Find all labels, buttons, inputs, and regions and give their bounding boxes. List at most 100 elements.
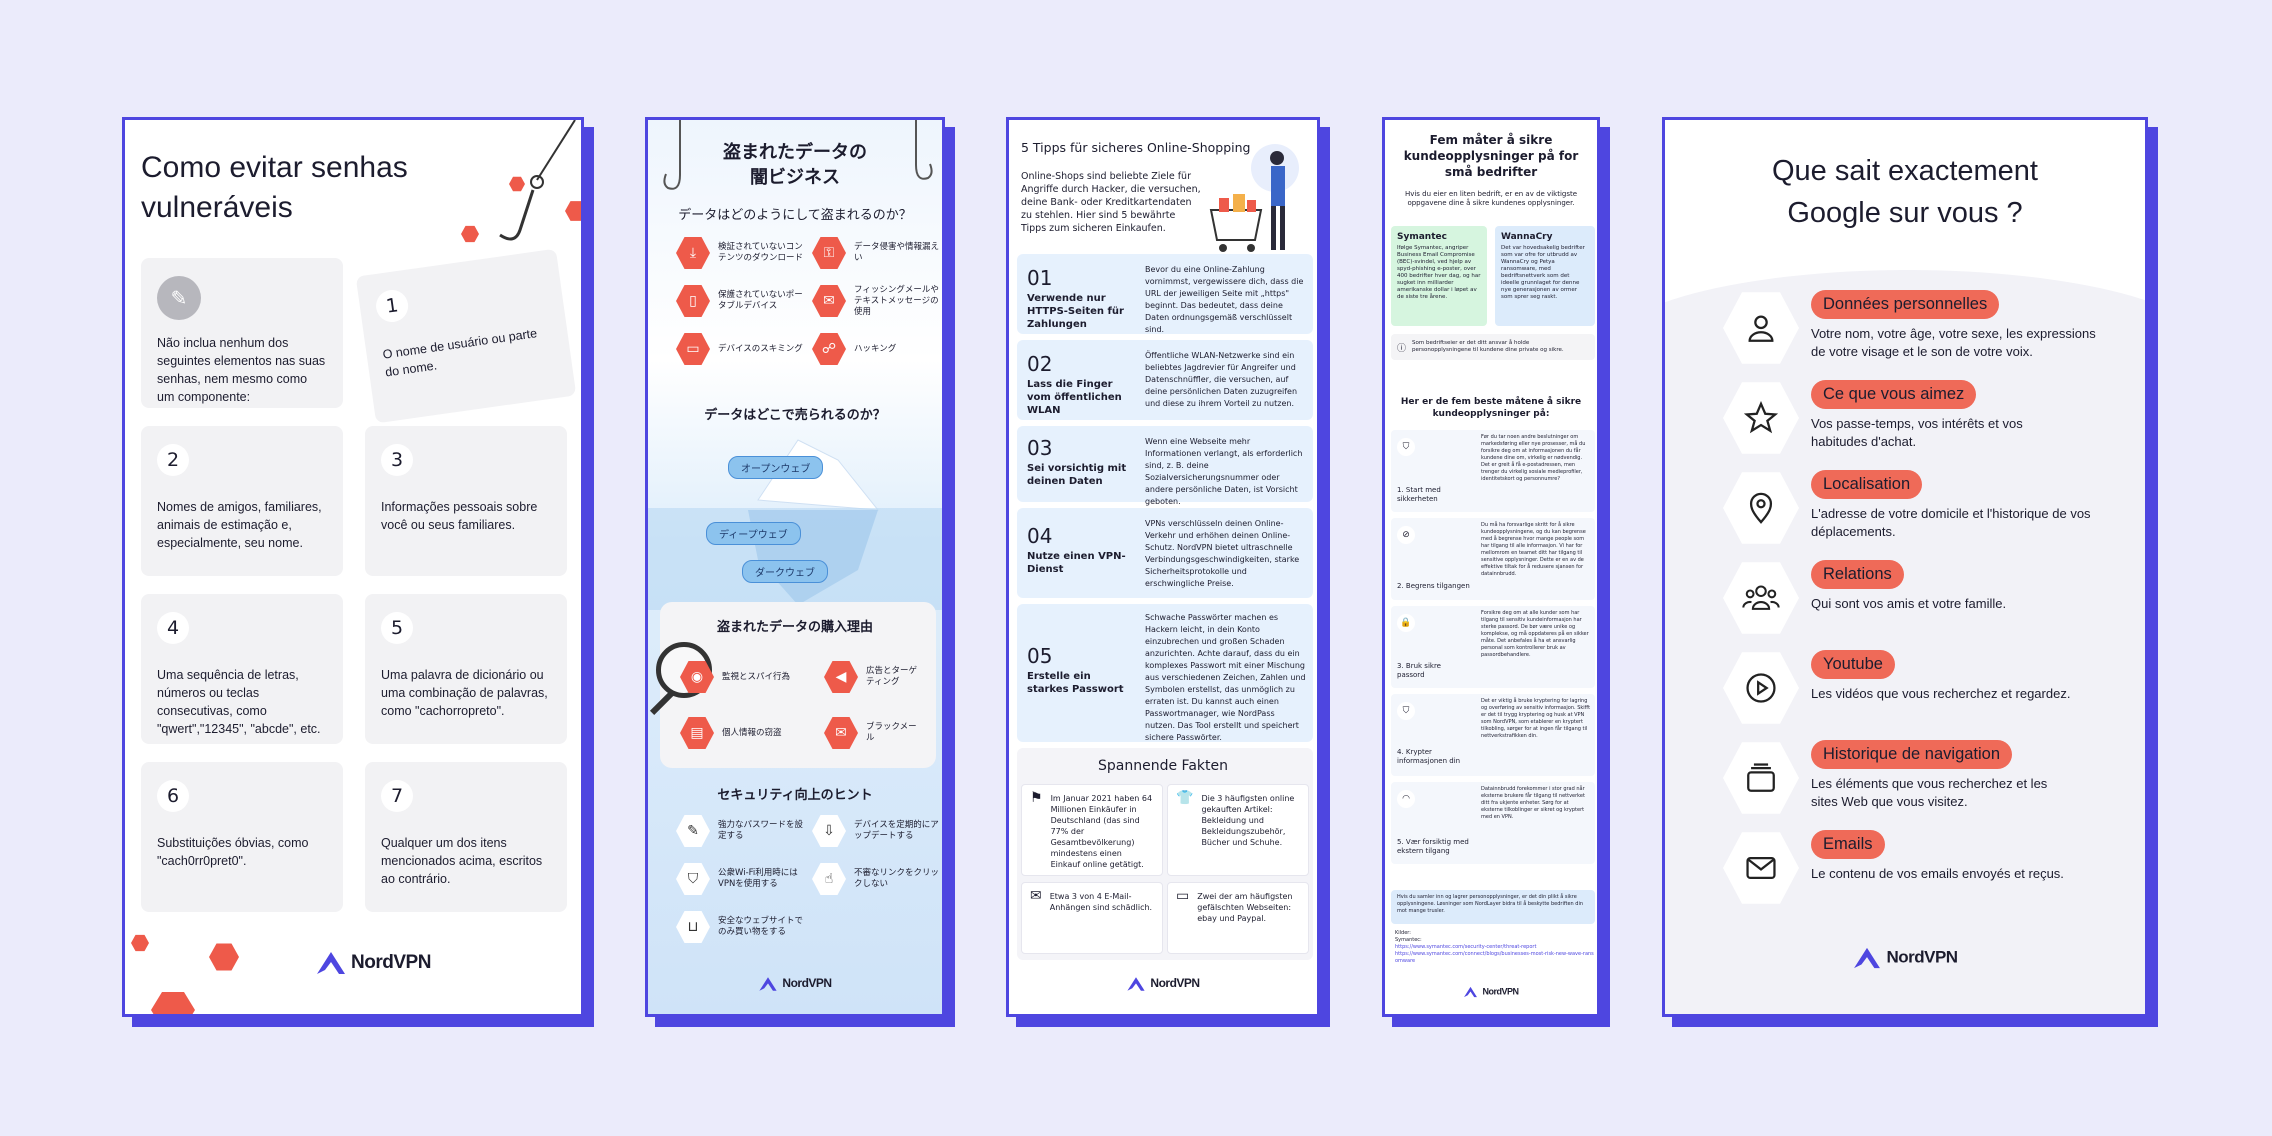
brand-name: NordVPN xyxy=(1150,976,1200,991)
tip-number: 4 xyxy=(157,612,189,644)
tip-text: VPNs verschlüsseln deinen Online-Verkehr… xyxy=(1145,519,1300,588)
tip-box: 02 Lass die Finger vom öffentlichen WLAN… xyxy=(1017,340,1313,420)
tip-tile: 6 Substituições óbvias, como "cach0rr0pr… xyxy=(141,762,343,912)
fact-item: ✉ Etwa 3 von 4 E-Mail-Anhängen sind schäd… xyxy=(1021,882,1163,954)
reason-label: 個人情報の窃盗 xyxy=(722,727,782,738)
hint-label: 公衆Wi-Fi利用時にはVPNを使用する xyxy=(718,868,798,889)
update-icon: ⇩ xyxy=(812,815,846,847)
tip-number: 7 xyxy=(381,780,413,812)
item-text: Vos passe-temps, vos intérêts et vos hab… xyxy=(1811,416,2023,449)
sources: Kilder: Symantec: https://www.symantec.c… xyxy=(1395,930,1595,965)
reason-item: ▤個人情報の窃盗 xyxy=(680,716,810,750)
hexagon-decoration xyxy=(209,943,239,971)
wannacry-logo: WannaCry xyxy=(1501,232,1553,242)
tip-tile: 7 Qualquer um dos itens mencionados acim… xyxy=(365,762,567,912)
tip-text: Substituições óbvias, como "cach0rr0pret… xyxy=(157,836,309,868)
item-text: Les vidéos que vous recherchez et regard… xyxy=(1811,686,2071,701)
brand-name: NordVPN xyxy=(1482,986,1519,997)
item-tag: Emails xyxy=(1811,830,1885,859)
page-title: Como evitar senhas vulneráveis xyxy=(141,151,408,224)
hint-label: 不審なリンクをクリックしない xyxy=(854,868,940,889)
section-heading: Her er de fem beste måtene å sikre kunde… xyxy=(1400,397,1582,419)
wannacry-text: Det var hovedsakelig bedrifter som var o… xyxy=(1501,245,1585,300)
method-item: ⤓検証されていないコンテンツのダウンロード xyxy=(676,236,806,270)
reason-label: 広告とターゲティング xyxy=(866,666,918,687)
tshirt-icon: 👕 xyxy=(1176,790,1194,806)
page-title: 盗まれたデータの 闇ビジネス xyxy=(723,142,867,188)
play-icon xyxy=(1723,652,1799,724)
way-title: 5. Vær forsiktig med ekstern tilgang xyxy=(1397,838,1469,855)
tip-number: 02 xyxy=(1027,352,1053,376)
pointer-icon: ☝ xyxy=(812,863,846,895)
web-layer-label: ディープウェブ xyxy=(706,522,801,545)
stack-icon xyxy=(1723,742,1799,814)
person-icon xyxy=(1723,292,1799,364)
mail-icon: ✉ xyxy=(1030,888,1042,904)
item-tag: Ce que vous aimez xyxy=(1811,380,1977,409)
way-item: ⛉ 1. Start med sikkerheten Før du tar no… xyxy=(1391,430,1595,512)
tip-text: Qualquer um dos itens mencionados acima,… xyxy=(381,836,543,886)
tip-text: Uma sequência de letras, números ou tecl… xyxy=(157,668,321,736)
tip-text: O nome de usuário ou parte do nome. xyxy=(381,326,538,380)
method-item: ▯保護されていないポータブルデバイス xyxy=(676,284,806,318)
tip-title: Sei vorsichtig mit deinen Daten xyxy=(1027,463,1127,487)
footer-note: Hvis du samler inn og lagrer personopply… xyxy=(1391,890,1595,924)
reason-item: ✉ブラックメール xyxy=(824,716,924,750)
brand-name: NordVPN xyxy=(351,952,431,974)
web-layer-label: オープンウェブ xyxy=(728,456,824,479)
item-tag: Données personnelles xyxy=(1811,290,2000,319)
tip-tile: 2 Nomes de amigos, familiares, animais d… xyxy=(141,426,343,576)
infographic-card-password-tips: Como evitar senhas vulneráveis ✎ Não inc… xyxy=(122,117,584,1017)
tip-text: Wenn eine Webseite mehr Informationen ve… xyxy=(1145,437,1303,506)
method-label: データ侵害や情報漏えい xyxy=(854,242,940,263)
tip-number: 6 xyxy=(157,780,189,812)
section-heading: Spannende Fakten xyxy=(1098,758,1228,774)
tip-number: 03 xyxy=(1027,436,1053,460)
page-title: Fem måter å sikre kundeopplysninger på f… xyxy=(1403,133,1579,179)
fact-text: Etwa 3 von 4 E-Mail-Anhängen sind schädl… xyxy=(1049,892,1153,912)
reason-label: ブラックメール xyxy=(866,722,917,743)
item-text: Votre nom, votre âge, votre sexe, les ex… xyxy=(1811,326,2096,359)
tip-number: 5 xyxy=(381,612,413,644)
location-pin-icon xyxy=(1723,472,1799,544)
brand-logo: NordVPN xyxy=(1385,986,1597,998)
method-label: フィッシングメールやテキストメッセージの使用 xyxy=(854,284,939,317)
item-tag: Historique de navigation xyxy=(1811,740,2013,769)
source-links[interactable]: https://www.symantec.com/security-center… xyxy=(1395,944,1594,964)
fact-item: 👕 Die 3 häufigsten online gekauften Artik… xyxy=(1167,784,1309,876)
page-title: Que sait exactement Google sur vous ? xyxy=(1772,155,2038,229)
shopping-cart-illustration xyxy=(1209,144,1299,252)
brand-logo: NordVPN xyxy=(1665,946,2145,970)
wannacry-box: WannaCry Det var hovedsakelig bedrifter … xyxy=(1495,226,1595,326)
tip-number: 1 xyxy=(374,287,411,325)
infographic-card-customer-data: Fem måter å sikre kundeopplysninger på f… xyxy=(1382,117,1600,1017)
basket-icon: ⊔ xyxy=(676,911,710,943)
hint-item: ☝ 不審なリンクをクリックしない xyxy=(812,862,942,896)
mail-icon: ✉ xyxy=(812,285,846,317)
section-heading: セキュリティ向上のヒント xyxy=(717,788,873,803)
tip-title: Lass die Finger vom öffentlichen WLAN xyxy=(1027,379,1122,416)
item-text: Qui sont vos amis et votre famille. xyxy=(1811,596,2007,611)
nordvpn-mountain-icon xyxy=(1464,986,1478,998)
fact-text: Die 3 häufigsten online gekauften Artike… xyxy=(1201,794,1295,847)
shield-icon: ⛉ xyxy=(1397,438,1415,456)
section-heading: データはどのようにして盗まれるのか？ xyxy=(678,208,912,223)
item-text: Les éléments que vous recherchez et les … xyxy=(1811,776,2048,809)
symantec-logo: Symantec xyxy=(1397,232,1447,242)
fishing-hook-icon xyxy=(499,120,576,241)
page-title: 5 Tipps für sicheres Online-Shopping xyxy=(1021,140,1251,155)
shield-icon: ⛉ xyxy=(676,863,710,895)
tip-tile: 5 Uma palavra de dicionário ou uma combi… xyxy=(365,594,567,744)
sources-label: Kilder: xyxy=(1395,930,1411,936)
star-icon xyxy=(1723,382,1799,454)
tip-number: 01 xyxy=(1027,266,1053,290)
way-item: ⊘ 2. Begrens tilgangen Du må ha forsvarl… xyxy=(1391,518,1595,600)
megaphone-icon: ◀ xyxy=(824,661,858,693)
symantec-text: Ifølge Symantec, angriper Business Email… xyxy=(1397,245,1481,300)
